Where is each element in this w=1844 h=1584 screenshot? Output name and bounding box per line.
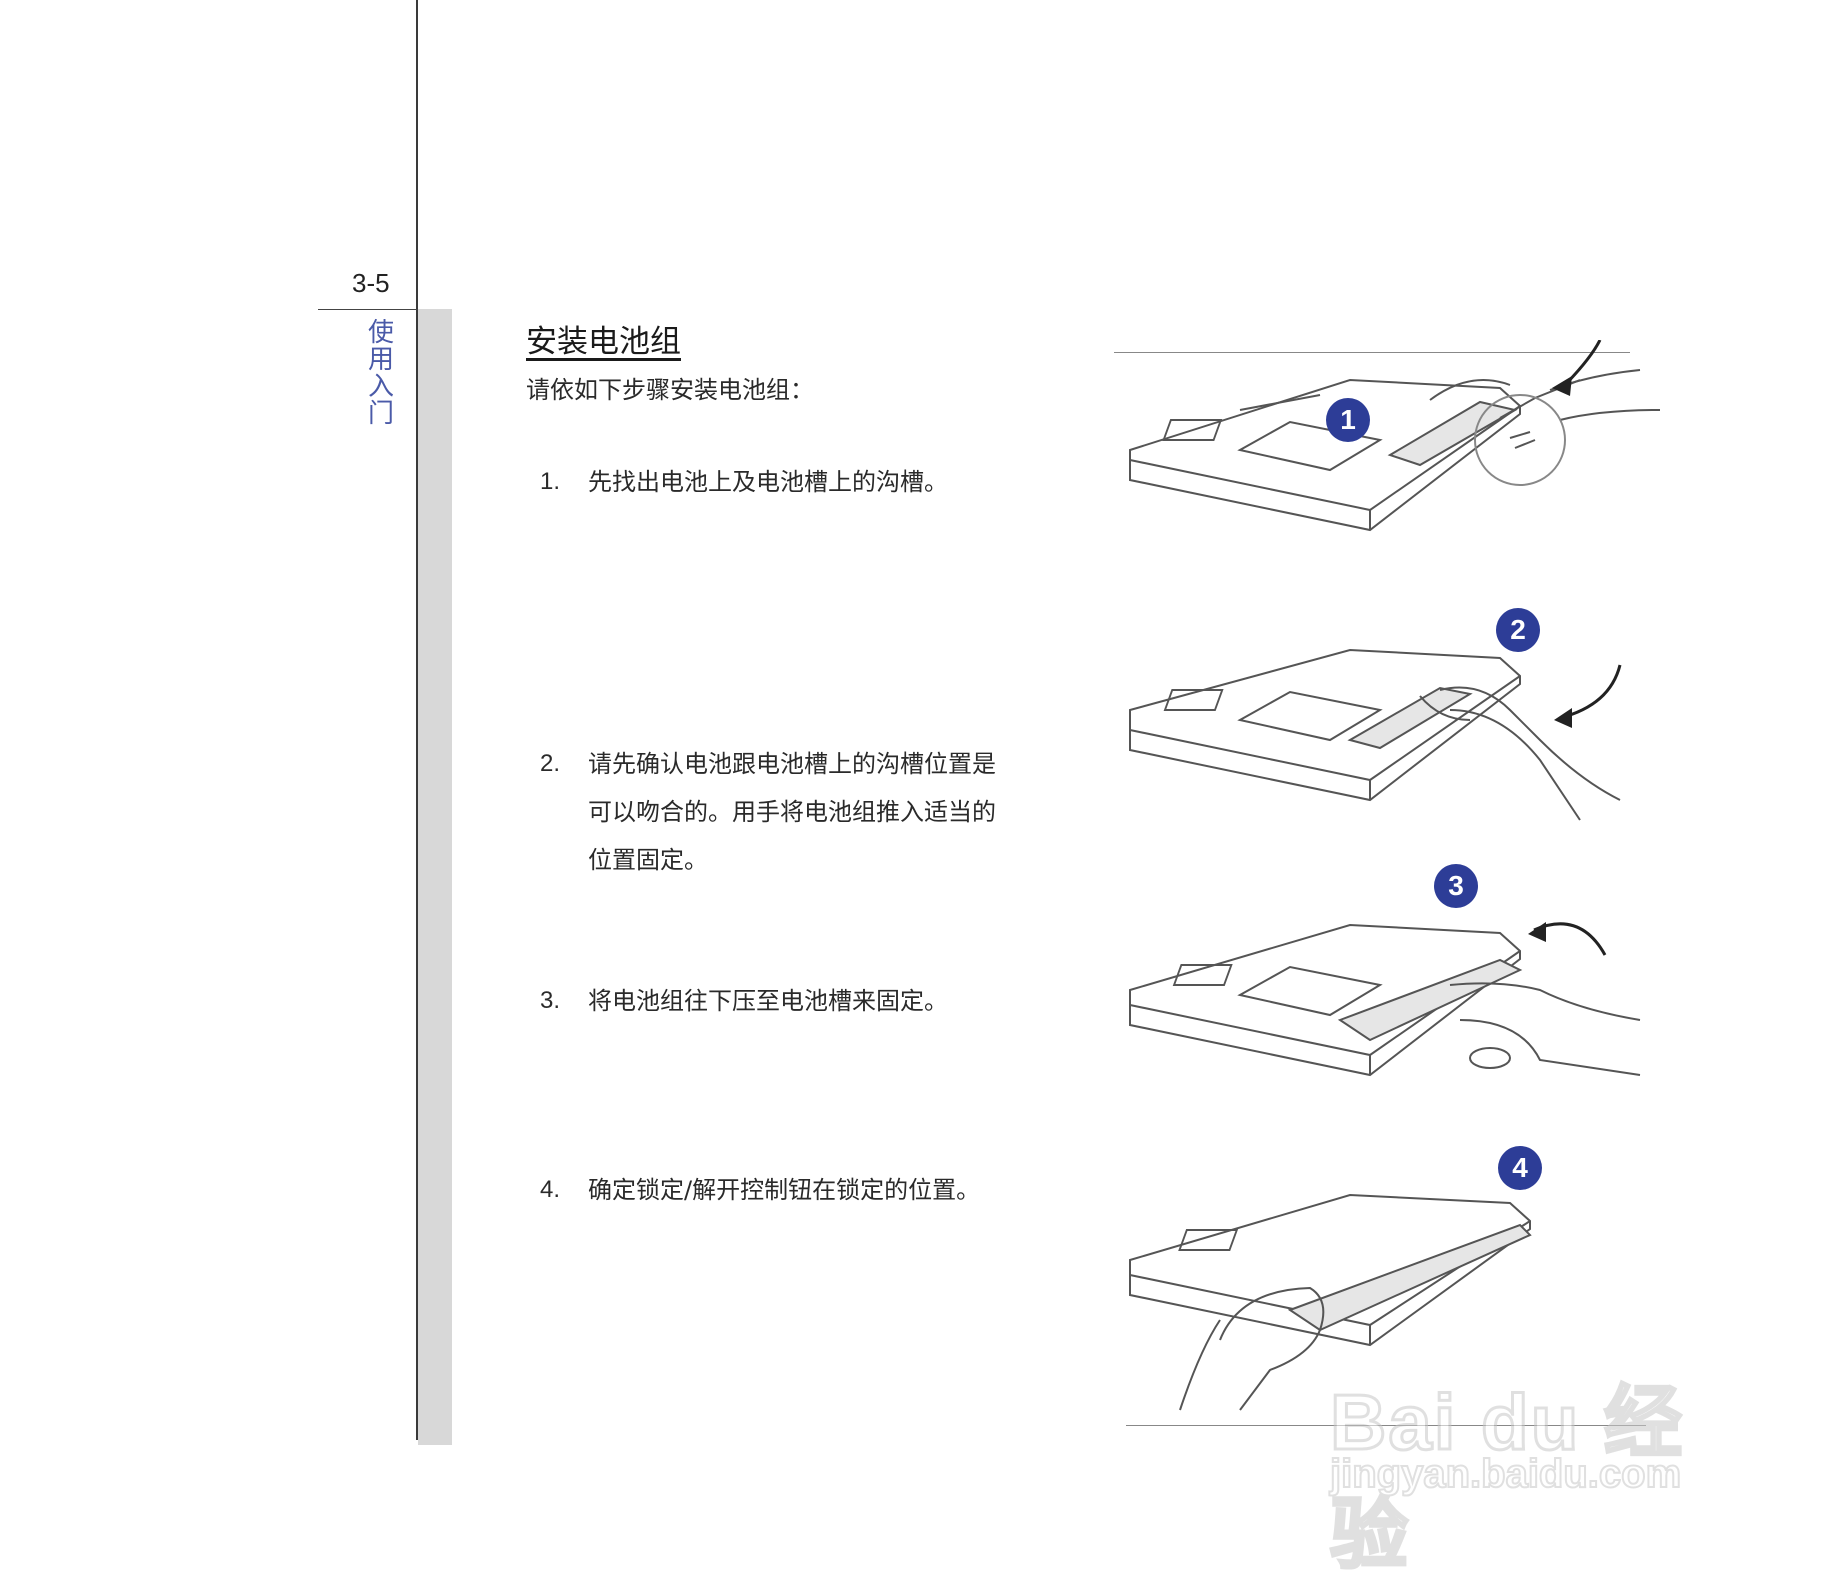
- laptop-illustration-1: [1129, 340, 1660, 532]
- page-number-rule: [318, 309, 418, 310]
- step-text: 请先确认电池跟电池槽上的沟槽位置是可以吻合的。用手将电池组推入适当的位置固定。: [588, 750, 996, 874]
- margin-shade-bar: [418, 309, 452, 1445]
- laptop-illustration-4: [1129, 1193, 1532, 1411]
- section-title: 安装电池组: [526, 324, 681, 360]
- watermark-sub: jingyan.baidu.com: [1329, 1451, 1682, 1497]
- intro-text: 请依如下步骤安装电池组：: [526, 376, 814, 404]
- step-text: 先找出电池上及电池槽上的沟槽。: [588, 468, 948, 496]
- step-text: 确定锁定/解开控制钮在锁定的位置。: [588, 1176, 981, 1204]
- step-badge-2: 2: [1496, 608, 1540, 652]
- step-badge-4: 4: [1498, 1146, 1542, 1190]
- step-number: 2.: [540, 750, 561, 777]
- figure-bottom-rule: [1126, 1425, 1646, 1426]
- page-number: 3-5: [352, 268, 390, 298]
- figure-top-rule: [1114, 352, 1630, 353]
- step-number: 1.: [540, 468, 561, 495]
- step-badge-1: 1: [1326, 398, 1370, 442]
- step-number: 3.: [540, 987, 561, 1014]
- step-text: 将电池组往下压至电池槽来固定。: [588, 987, 948, 1015]
- step-number: 4.: [540, 1176, 561, 1203]
- step-badge-3: 3: [1434, 864, 1478, 908]
- laptop-illustration-2: [1129, 648, 1622, 821]
- section-label: 使用入门: [367, 318, 394, 429]
- baidu-watermark: Bai du 经验 jingyan.baidu.com: [1329, 1360, 1760, 1580]
- laptop-illustration-3: [1129, 922, 1641, 1077]
- page-margin-line: [416, 0, 418, 1440]
